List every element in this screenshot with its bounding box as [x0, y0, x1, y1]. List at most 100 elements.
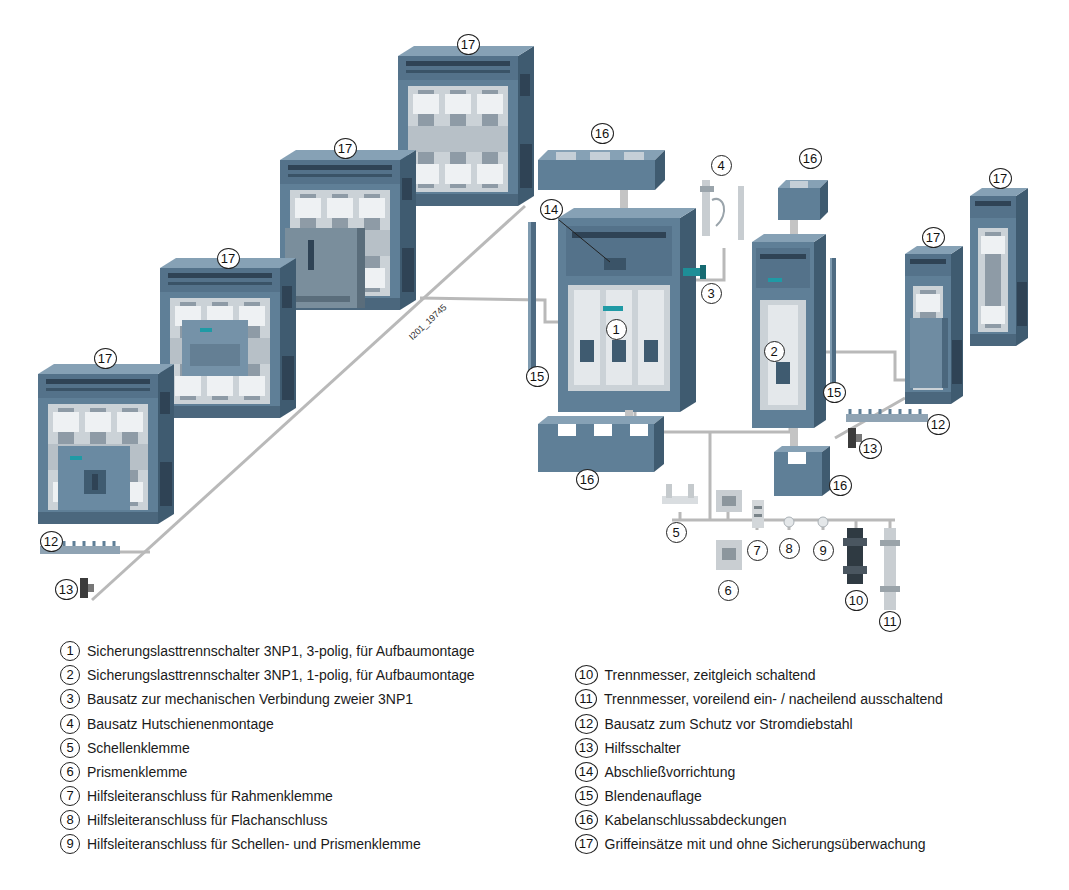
callout-number: 17	[457, 34, 480, 55]
callout-number: 4	[711, 155, 732, 176]
legend-number: 10	[575, 665, 598, 685]
callout-text: 17	[461, 37, 475, 52]
callout-number: 16	[829, 475, 852, 496]
callout-text: 6	[724, 583, 731, 598]
callout-number: 10	[845, 590, 868, 611]
callout-number: 15	[526, 366, 549, 387]
legend-item: 4 Bausatz Hutschienenmontage	[60, 713, 274, 734]
callout-text: 5	[672, 525, 679, 540]
legend-item: 2Sicherungslasttrennschalter 3NP1, 1-pol…	[60, 664, 475, 685]
legend-item: 9 Hilfsleiteranschluss für Schellen- und …	[60, 833, 421, 854]
callout-number: 15	[823, 382, 846, 403]
callout-text: 14	[544, 202, 558, 217]
callout-number: 13	[55, 579, 78, 600]
callout-number: 11	[879, 611, 901, 632]
legend-number: 1	[60, 641, 80, 661]
callout-text: 2	[770, 344, 777, 359]
callout-text: 15	[530, 369, 544, 384]
legend-text: Hilfsleiteranschluss für Rahmenklemme	[87, 788, 333, 804]
callout-text: 7	[753, 543, 760, 558]
callout-text: 1	[612, 322, 619, 337]
legend-text: Bausatz zum Schutz vor Stromdiebstahl	[605, 716, 853, 732]
legend-text: Bausatz zur mechanischen Verbindung zwei…	[87, 691, 413, 707]
legend-number: 7	[60, 786, 80, 806]
legend-item: 11 Trennmesser, voreilend ein- / nacheile…	[575, 688, 943, 709]
callout-number: 17	[217, 248, 240, 269]
callout-number: 16	[576, 469, 599, 490]
legend-item: 10 Trennmesser, zeitgleich schaltend	[575, 664, 816, 685]
callout-number: 7	[747, 540, 768, 561]
legend-text: Prismenklemme	[87, 764, 187, 780]
legend-number: 3	[60, 689, 80, 709]
callout-number: 17	[989, 168, 1012, 189]
legend-item: 8 Hilfsleiteranschluss für Flachanschluss	[60, 809, 327, 830]
callout-number: 13	[859, 438, 882, 459]
legend-text: Schellenklemme	[87, 740, 190, 756]
callout-number: 8	[779, 538, 800, 559]
callout-number: 2	[764, 341, 785, 362]
callout-text: 17	[993, 171, 1007, 186]
legend-text: Hilfsleiteranschluss für Schellen- und P…	[87, 836, 421, 852]
callout-number: 1	[606, 319, 627, 340]
callout-text: 3	[707, 286, 714, 301]
callout-number: 16	[799, 148, 822, 169]
legend-number: 9	[60, 834, 80, 854]
callout-text: 16	[803, 151, 817, 166]
callout-text: 17	[98, 351, 112, 366]
legend-text: Bausatz Hutschienenmontage	[87, 716, 274, 732]
callout-number: 3	[701, 283, 722, 304]
callout-text: 12	[44, 534, 58, 549]
legend-text: Kabelanschlussabdeckungen	[605, 812, 787, 828]
legend-item: 1 Sicherungslasttrennschalter 3NP1, 3-pol…	[60, 640, 475, 661]
callout-text: 11	[883, 614, 897, 629]
callout-number: 17	[922, 227, 945, 248]
legend-number: 2	[60, 665, 80, 685]
callout-text: 13	[59, 582, 73, 597]
legend-text: Hilfsleiteranschluss für Flachanschluss	[87, 812, 327, 828]
legend-text: Griffeinsätze mit und ohne Sicherungsübe…	[605, 836, 926, 852]
legend-number: 4	[60, 714, 80, 734]
legend-item: 5 Schellenklemme	[60, 737, 190, 758]
legend-number: 5	[60, 738, 80, 758]
callout-text: 4	[717, 158, 724, 173]
callout-number: 12	[927, 414, 950, 435]
callout-number: 17	[94, 348, 117, 369]
legend-item: 12Bausatz zum Schutz vor Stromdiebstahl	[575, 713, 853, 734]
legend-text: Blendenauflage	[605, 788, 702, 804]
legend-item: 13Hilfsschalter	[575, 737, 681, 758]
assembly-lines	[92, 206, 910, 600]
callout-number: 14	[540, 199, 563, 220]
legend-text: Hilfsschalter	[605, 740, 681, 756]
callout-number: 17	[334, 138, 357, 159]
legend-number: 11	[575, 689, 597, 709]
legend-item: 7 Hilfsleiteranschluss für Rahmenklemme	[60, 785, 333, 806]
callout-text: 17	[338, 141, 352, 156]
callout-number: 16	[591, 123, 614, 144]
legend-text: Trennmesser, zeitgleich schaltend	[605, 667, 816, 683]
legend-number: 6	[60, 762, 80, 782]
callout-text: 9	[819, 543, 826, 558]
legend-number: 15	[575, 786, 598, 806]
legend-number: 17	[575, 834, 598, 854]
legend-item: 6 Prismenklemme	[60, 761, 187, 782]
callout-number: 6	[718, 580, 739, 601]
legend-text: Sicherungslasttrennschalter 3NP1, 3-poli…	[87, 643, 475, 659]
legend-number: 16	[575, 810, 598, 830]
legend-item: 3 Bausatz zur mechanischen Verbindung zwe…	[60, 688, 413, 709]
legend-item: 14Abschließvorrichtung	[575, 761, 736, 782]
legend-item: 15 Blendenauflage	[575, 785, 702, 806]
callout-number: 9	[813, 540, 834, 561]
callout-text: 17	[221, 251, 235, 266]
callout-number: 5	[666, 522, 687, 543]
legend-number: 8	[60, 810, 80, 830]
callout-text: 16	[833, 478, 847, 493]
callout-text: 15	[827, 385, 841, 400]
callout-number: 12	[40, 531, 63, 552]
callout-text: 17	[926, 230, 940, 245]
callout-text: 16	[595, 126, 609, 141]
legend-item: 17 Griffeinsätze mit und ohne Sicherungsü…	[575, 833, 926, 854]
legend-text: Trennmesser, voreilend ein- / nacheilend…	[604, 691, 943, 707]
